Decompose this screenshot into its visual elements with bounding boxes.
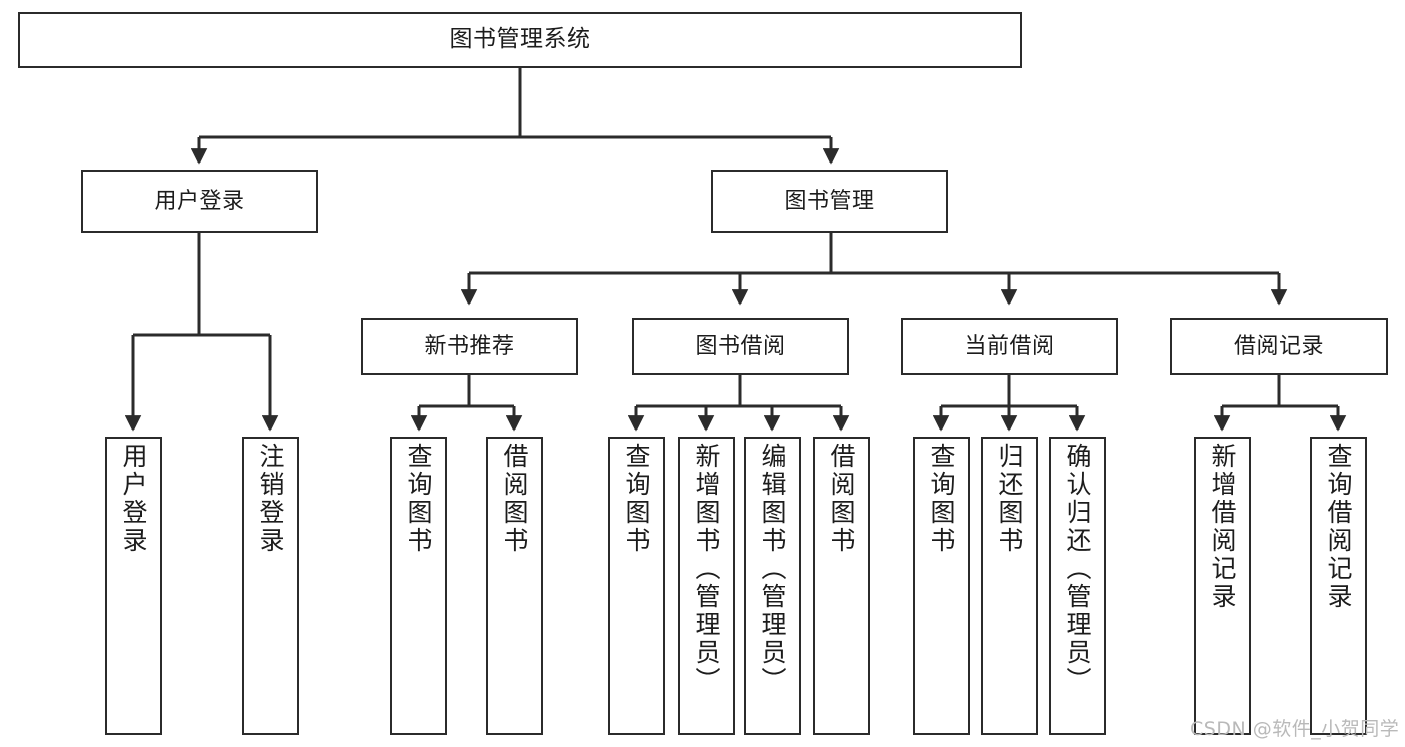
- leaf-book-borrow-borrow[interactable]: 借阅图书: [813, 437, 870, 735]
- leaf-new-book-borrow[interactable]: 借阅图书: [486, 437, 543, 735]
- csdn-watermark: CSDN @软件_小贺同学: [1190, 718, 1400, 740]
- node-label: 用户登录: [119, 443, 148, 555]
- leaf-user-login-signout[interactable]: 注销登录: [242, 437, 299, 735]
- node-book-management[interactable]: 图书管理: [711, 170, 948, 233]
- leaf-current-borrow-return[interactable]: 归还图书: [981, 437, 1038, 735]
- node-label: 查询图书: [404, 443, 433, 555]
- node-label: 用户登录: [154, 188, 245, 214]
- node-label: 新书推荐: [424, 333, 515, 359]
- node-label: 图书借阅: [695, 333, 786, 359]
- node-label: 注销登录: [256, 443, 285, 555]
- leaf-borrow-record-query[interactable]: 查询借阅记录: [1310, 437, 1367, 735]
- node-label: 新增借阅记录: [1208, 443, 1237, 611]
- node-label: 编辑图书（管理员）: [758, 443, 787, 695]
- node-label: 图书管理系统: [449, 26, 591, 53]
- node-book-borrow[interactable]: 图书借阅: [632, 318, 849, 375]
- leaf-new-book-query[interactable]: 查询图书: [390, 437, 447, 735]
- leaf-current-borrow-query[interactable]: 查询图书: [913, 437, 970, 735]
- node-label: 查询借阅记录: [1324, 443, 1353, 611]
- node-new-book-recommendation[interactable]: 新书推荐: [361, 318, 578, 375]
- node-user-login[interactable]: 用户登录: [81, 170, 318, 233]
- node-label: 新增图书（管理员）: [692, 443, 721, 695]
- node-label: 当前借阅: [964, 333, 1055, 359]
- node-label: 查询图书: [927, 443, 956, 555]
- leaf-book-borrow-add-admin[interactable]: 新增图书（管理员）: [678, 437, 735, 735]
- node-label: 确认归还（管理员）: [1063, 443, 1092, 695]
- node-borrow-record[interactable]: 借阅记录: [1170, 318, 1388, 375]
- node-label: 借阅记录: [1233, 333, 1324, 359]
- node-root-book-management-system[interactable]: 图书管理系统: [18, 12, 1022, 68]
- node-label: 查询图书: [622, 443, 651, 555]
- leaf-borrow-record-add[interactable]: 新增借阅记录: [1194, 437, 1251, 735]
- leaf-user-login-signin[interactable]: 用户登录: [105, 437, 162, 735]
- node-label: 归还图书: [995, 443, 1024, 555]
- leaf-book-borrow-query[interactable]: 查询图书: [608, 437, 665, 735]
- leaf-current-borrow-confirm-admin[interactable]: 确认归还（管理员）: [1049, 437, 1106, 735]
- leaf-book-borrow-edit-admin[interactable]: 编辑图书（管理员）: [744, 437, 801, 735]
- node-label: 图书管理: [784, 188, 875, 214]
- node-label: 借阅图书: [827, 443, 856, 555]
- node-label: 借阅图书: [500, 443, 529, 555]
- node-current-borrow[interactable]: 当前借阅: [901, 318, 1118, 375]
